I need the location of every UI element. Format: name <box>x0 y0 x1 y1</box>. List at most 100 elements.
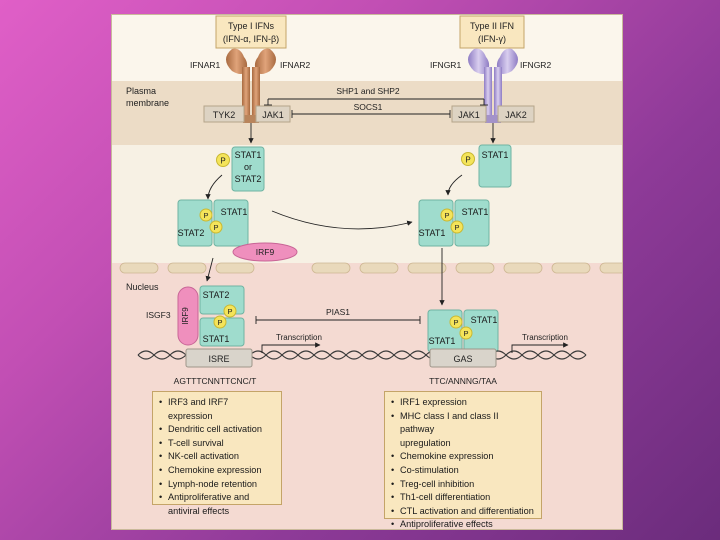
type2-effect-item: Chemokine expression <box>391 450 535 464</box>
svg-text:P: P <box>217 318 222 327</box>
phospho-badge: P <box>199 208 213 222</box>
type2-effects-list: IRF1 expression MHC class I and class II… <box>384 391 542 529</box>
socs1-label: SOCS1 <box>354 102 383 112</box>
svg-text:TYK2: TYK2 <box>213 110 236 120</box>
svg-text:STAT1: STAT1 <box>482 150 509 160</box>
svg-text:P: P <box>463 329 468 338</box>
pias1-inhibition <box>255 316 421 324</box>
type2-effect-item: Th1-cell differentiation <box>391 491 535 505</box>
phospho-badge: P <box>449 315 463 329</box>
phospho-badge: P <box>440 208 454 222</box>
ifn-signaling-figure: Plasma membrane Nucleus Type I IFNs (IFN… <box>111 14 623 530</box>
plasma-membrane-band <box>112 81 622 145</box>
phospho-badge: P <box>216 153 230 167</box>
type2-ifn-box <box>459 15 525 49</box>
svg-text:P: P <box>203 211 208 220</box>
ifnar1-label: IFNAR1 <box>190 60 221 70</box>
arrow-cross-pathway <box>271 210 413 230</box>
svg-text:GAS: GAS <box>453 354 472 364</box>
transcription-left-label: Transcription <box>276 333 322 342</box>
type1-effects-list: IRF3 and IRF7 expression Dendritic cell … <box>152 391 282 516</box>
nuclear-envelope <box>119 262 622 274</box>
isre-element: ISRE <box>185 348 253 368</box>
type1-effect-item: Antiproliferative and <box>159 491 275 505</box>
transcription-right-arrow <box>511 342 569 353</box>
svg-text:STAT1: STAT1 <box>221 207 248 217</box>
type2-effect-item: Antiproliferative effects <box>391 518 535 529</box>
type1-effect-item: IRF3 and IRF7 expression <box>159 396 275 423</box>
ifngr2-label: IFNGR2 <box>520 60 551 70</box>
svg-text:JAK2: JAK2 <box>505 110 527 120</box>
membrane-label-line2: membrane <box>126 98 169 108</box>
gas-element: GAS <box>429 348 497 368</box>
type1-ifn-subtypes: (IFN-α, IFN-β) <box>223 34 279 44</box>
svg-text:P: P <box>454 223 459 232</box>
svg-text:P: P <box>227 307 232 316</box>
kinase-jak2: JAK2 <box>497 105 535 123</box>
svg-text:STAT2: STAT2 <box>178 228 205 238</box>
type2-effect-item: MHC class I and class II pathway <box>391 410 535 437</box>
svg-text:P: P <box>453 318 458 327</box>
ifnar-receptor <box>226 48 276 123</box>
svg-text:P: P <box>213 223 218 232</box>
svg-text:STAT1: STAT1 <box>419 228 446 238</box>
type1-effect-item: Lymph-node retention <box>159 478 275 492</box>
phospho-badge: P <box>213 315 227 329</box>
type1-ifn-box <box>215 15 287 49</box>
shp-label: SHP1 and SHP2 <box>336 86 400 96</box>
ifngr1-label: IFNGR1 <box>430 60 461 70</box>
phospho-badge: P <box>223 304 237 318</box>
ifngr-receptor <box>468 48 518 123</box>
phospho-badge: P <box>461 152 475 166</box>
svg-text:JAK1: JAK1 <box>262 110 284 120</box>
svg-text:STAT1: STAT1 <box>471 315 498 325</box>
phospho-badge: P <box>209 220 223 234</box>
stat1-monomer: STAT1 <box>478 144 512 188</box>
phospho-badge: P <box>450 220 464 234</box>
svg-text:STAT1: STAT1 <box>203 334 230 344</box>
membrane-label-line1: Plasma <box>126 86 156 96</box>
arrow-dimerize-right <box>445 174 463 196</box>
kinase-jak1-right: JAK1 <box>451 105 487 123</box>
arrow-dimerize-left <box>205 174 223 200</box>
svg-text:STAT2: STAT2 <box>203 290 230 300</box>
type1-effect-item: Dendritic cell activation <box>159 423 275 437</box>
transcription-right-label: Transcription <box>522 333 568 342</box>
type2-effect-item-continued: upregulation <box>400 437 451 448</box>
type2-effect-item: IRF1 expression <box>391 396 535 410</box>
pias1-label: PIAS1 <box>326 307 350 317</box>
nucleus-label: Nucleus <box>126 282 159 292</box>
shp-inhibition <box>264 98 488 106</box>
arrow-isgf3-import <box>205 257 214 282</box>
type2-effect-item: Co-stimulation <box>391 464 535 478</box>
stat1-or-stat2-monomer: STAT1 or STAT2 <box>231 146 265 192</box>
type2-ifn-subtypes: (IFN-γ) <box>478 34 506 44</box>
svg-text:or: or <box>244 162 252 172</box>
irf9-cytoplasm: IRF9 <box>232 242 298 262</box>
svg-text:P: P <box>444 211 449 220</box>
svg-text:P: P <box>465 156 470 165</box>
type1-effect-item: NK-cell activation <box>159 450 275 464</box>
kinase-tyk2: TYK2 <box>203 105 245 123</box>
type1-ifn-label: Type I IFNs <box>228 21 275 31</box>
svg-text:ISRE: ISRE <box>208 354 229 364</box>
type2-effect-item: CTL activation and differentiation <box>391 505 535 519</box>
type1-effect-item: T-cell survival <box>159 437 275 451</box>
type2-effect-item: Treg-cell inhibition <box>391 478 535 492</box>
svg-text:JAK1: JAK1 <box>458 110 480 120</box>
svg-text:STAT2: STAT2 <box>235 174 262 184</box>
kinase-jak1-left: JAK1 <box>255 105 291 123</box>
isre-sequence: AGTTTCNNTTCNC/T <box>174 376 257 386</box>
svg-text:IRF9: IRF9 <box>256 247 275 257</box>
svg-text:P: P <box>220 157 225 166</box>
svg-text:STAT1: STAT1 <box>429 336 456 346</box>
socs1-inhibition <box>291 110 451 118</box>
type1-effect-item-continued: antiviral effects <box>168 505 230 516</box>
isgf3-label: ISGF3 <box>146 310 171 320</box>
type2-ifn-label: Type II IFN <box>470 21 514 31</box>
type1-effect-item: Chemokine expression <box>159 464 275 478</box>
phospho-badge: P <box>459 326 473 340</box>
svg-text:STAT1: STAT1 <box>235 150 262 160</box>
gas-sequence: TTC/ANNNG/TAA <box>429 376 497 386</box>
ifnar2-label: IFNAR2 <box>280 60 311 70</box>
